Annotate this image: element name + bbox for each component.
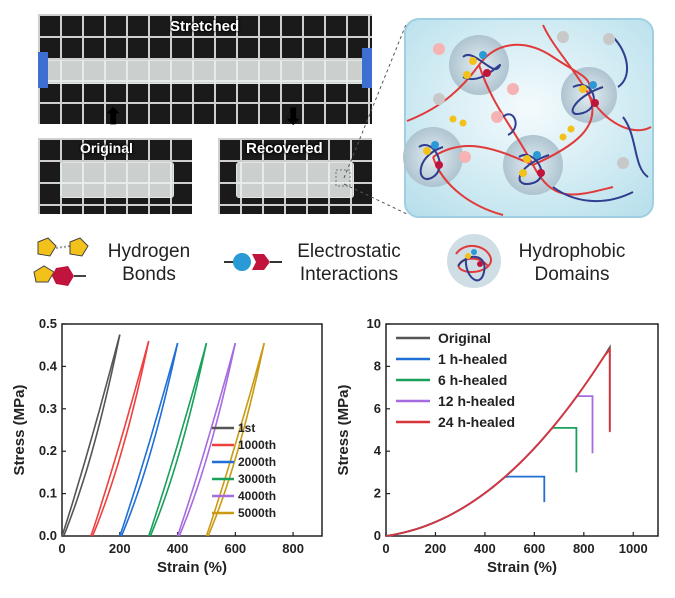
plot-frame: [61, 323, 323, 537]
y-tick-label: 6: [374, 401, 381, 416]
legend-label: 1 h-healed: [438, 351, 507, 367]
hydrogen-bond-icon: [33, 237, 89, 286]
y-tick-label: 0.2: [39, 443, 57, 458]
legend-label: 3000th: [238, 472, 276, 486]
recovered-strip: [236, 162, 354, 198]
legend-label: 4000th: [238, 489, 276, 503]
y-tick-label: 0.3: [39, 401, 57, 416]
legend-label: 1st: [238, 421, 255, 435]
network-schematic: [403, 18, 654, 218]
legend-label: 6 h-healed: [438, 372, 507, 388]
y-tick-label: 0.4: [39, 358, 58, 373]
x-tick-label: 200: [425, 541, 447, 556]
hydrophobic-domain-icon: [447, 234, 501, 288]
series-unload-4000th: [178, 342, 237, 537]
series-line-3000th: [147, 342, 208, 537]
series-line-1st: [61, 334, 121, 537]
stretched-label: Stretched: [170, 18, 240, 35]
up-arrow-icon: ⬆: [104, 104, 123, 129]
hydrogen-bonds-label: Hydrogen Bonds: [107, 241, 191, 285]
x-axis-label: Strain (%): [157, 559, 227, 576]
zoom-lines: [335, 21, 408, 215]
x-tick-label: 800: [282, 541, 304, 556]
series-unload-1st: [62, 334, 121, 537]
series-line-2000th: [119, 342, 179, 537]
y-tick-label: 8: [374, 358, 381, 373]
stretched-strip: [46, 60, 366, 84]
y-tick-label: 0.5: [39, 316, 57, 331]
series-line-1000th: [90, 340, 150, 537]
legend-label: 12 h-healed: [438, 393, 515, 409]
stretched-photo: Stretched: [38, 14, 372, 124]
hydrophobic-label: Hydrophobic Domains: [518, 241, 626, 285]
series-unload-1000th: [91, 340, 150, 537]
x-tick-label: 0: [58, 541, 65, 556]
original-photo: Original: [38, 138, 192, 214]
y-tick-label: 4: [374, 443, 382, 458]
x-tick-label: 400: [474, 541, 496, 556]
y-tick-label: 0.0: [39, 528, 57, 543]
y-axis-label: Stress (MPa): [11, 385, 28, 476]
series-unload-2000th: [120, 342, 179, 537]
down-arrow-icon: ⬇: [284, 104, 303, 129]
series-line-6 h-healed: [385, 427, 578, 537]
original-strip: [60, 162, 174, 198]
y-tick-label: 10: [367, 316, 381, 331]
y-axis-label: Stress (MPa): [338, 385, 352, 476]
right-clamp: [362, 48, 372, 88]
x-tick-label: 1000: [619, 541, 648, 556]
x-tick-label: 600: [224, 541, 246, 556]
legend-label: Original: [438, 330, 491, 346]
x-tick-label: 0: [382, 541, 389, 556]
legend-label: 24 h-healed: [438, 414, 515, 430]
legend-label: 1000th: [238, 438, 276, 452]
y-tick-label: 0.1: [39, 486, 57, 501]
series-unload-3000th: [149, 342, 208, 537]
recovered-photo: Recovered: [218, 138, 372, 214]
legend-label: 5000th: [238, 506, 276, 520]
series-line-4000th: [176, 342, 237, 537]
electrostatic-label: Electrostatic Interactions: [297, 241, 401, 285]
electrostatic-icon: [224, 253, 282, 271]
left-clamp: [38, 52, 48, 88]
original-label: Original: [80, 140, 133, 156]
y-tick-label: 0: [374, 528, 381, 543]
x-tick-label: 800: [573, 541, 595, 556]
legend-label: 2000th: [238, 455, 276, 469]
plot-frame: [385, 323, 659, 537]
y-tick-label: 2: [374, 486, 381, 501]
x-tick-label: 200: [109, 541, 131, 556]
x-tick-label: 400: [167, 541, 189, 556]
x-axis-label: Strain (%): [487, 559, 557, 576]
x-tick-label: 600: [524, 541, 546, 556]
series-line-24 h-healed: [385, 346, 611, 537]
recovered-label: Recovered: [246, 140, 323, 157]
series-line-5000th: [205, 342, 265, 537]
